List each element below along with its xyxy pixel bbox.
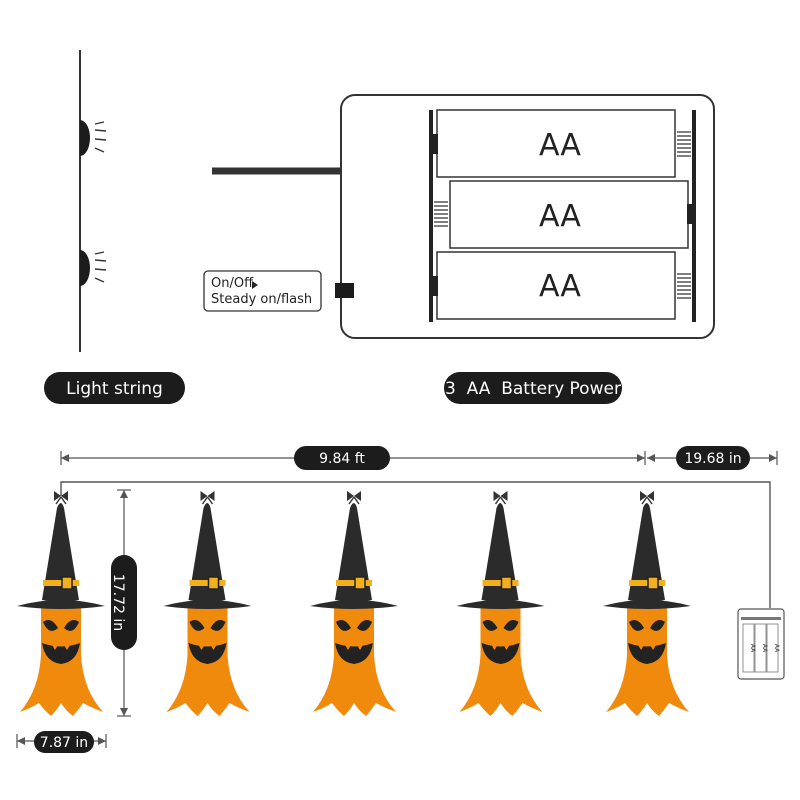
battery-cell-1: AA	[431, 109, 676, 178]
hat-band	[336, 580, 372, 586]
mini-cell-label: AA	[773, 644, 780, 653]
ghost-eye-left	[189, 620, 205, 631]
ghost-mouth	[481, 643, 520, 664]
battery-box-illustration: AA AA AA	[212, 94, 715, 339]
battery-cell-label: AA	[539, 269, 581, 304]
hat-brim	[310, 600, 398, 609]
switch-label-box: On/Off Steady on/flash	[203, 270, 322, 312]
witch-hat-light	[17, 491, 105, 716]
ghost-eye-left	[43, 620, 58, 631]
battery-cell-3: AA	[431, 251, 676, 320]
hat-width-label: 7.87 in	[40, 735, 88, 751]
ghost-eye-left	[336, 620, 351, 631]
ghost-eye-left	[629, 620, 644, 631]
battery-power-pill: 3 AA Battery Power	[444, 372, 622, 404]
witch-hat-light	[603, 491, 691, 716]
switch-label-line1: On/Off	[211, 276, 254, 291]
battery-cell-label: AA	[539, 128, 581, 163]
hat-cone	[628, 503, 665, 602]
string-length-label: 9.84 ft	[319, 451, 365, 467]
ghost-eye-right	[650, 620, 665, 631]
ghost-mouth	[335, 643, 373, 664]
hat-brim	[603, 600, 691, 609]
ghost-eye-right	[64, 620, 79, 631]
hat-cone	[188, 503, 226, 602]
battery-spring-3	[677, 273, 691, 299]
ghost-eye-right	[210, 620, 226, 631]
buckle-icon	[647, 576, 659, 590]
mini-cell-label: AA	[761, 644, 768, 653]
hat-brim	[17, 600, 105, 609]
hat-band	[482, 580, 519, 586]
witch-hat-lights	[17, 491, 691, 716]
ghost-eye-right	[357, 620, 372, 631]
hat-cone	[42, 503, 79, 602]
hat-band	[629, 580, 665, 586]
hat-brim	[163, 600, 252, 609]
battery-cell-label: AA	[539, 199, 581, 234]
battery-spring-2	[434, 201, 448, 227]
light-string-label: Light string	[66, 379, 163, 399]
buckle-icon	[207, 576, 220, 590]
hat-height-label: 17.72 in	[110, 574, 126, 631]
hat-height-pill	[111, 555, 137, 650]
led-bulb-upper	[80, 120, 107, 156]
bow-icon	[493, 491, 508, 501]
hanging-wire	[60, 481, 771, 608]
bow-icon	[200, 491, 215, 501]
battery-spring-1	[677, 131, 691, 157]
hat-width-pill	[34, 731, 94, 753]
string-length-pill	[294, 446, 390, 470]
switch-label-line2: Steady on/flash	[211, 292, 312, 307]
hat-band	[189, 580, 226, 586]
buckle-icon	[354, 576, 366, 590]
battery-power-label: 3 AA Battery Power	[445, 379, 621, 399]
ghost-mouth	[188, 643, 227, 664]
ghost-mouth	[628, 643, 666, 664]
buckle-icon	[500, 576, 513, 590]
battery-cell-2: AA	[449, 180, 694, 249]
mini-cell-label: AA	[749, 644, 756, 653]
ghost-mouth	[42, 643, 80, 664]
witch-hat-light	[163, 491, 252, 716]
hat-band	[43, 580, 79, 586]
bow-icon	[54, 491, 68, 501]
power-switch	[335, 283, 354, 298]
light-string-pill: Light string	[44, 372, 185, 404]
ghost-eye-right	[503, 620, 519, 631]
light-string-illustration	[79, 50, 107, 352]
hat-cone	[335, 503, 372, 602]
ghost-eye-left	[482, 620, 498, 631]
bow-icon	[640, 491, 654, 501]
witch-hat-light	[310, 491, 398, 716]
hat-cone	[481, 503, 519, 602]
lead-length-pill	[676, 446, 750, 470]
witch-hat-light	[456, 491, 545, 716]
mini-battery-box: AA AA AA	[737, 608, 785, 680]
buckle-icon	[61, 576, 73, 590]
lead-length-label: 19.68 in	[684, 451, 741, 467]
led-bulb-lower	[80, 250, 107, 286]
pointer-arrow-icon	[252, 281, 258, 289]
hat-brim	[456, 600, 545, 609]
bow-icon	[347, 491, 361, 501]
